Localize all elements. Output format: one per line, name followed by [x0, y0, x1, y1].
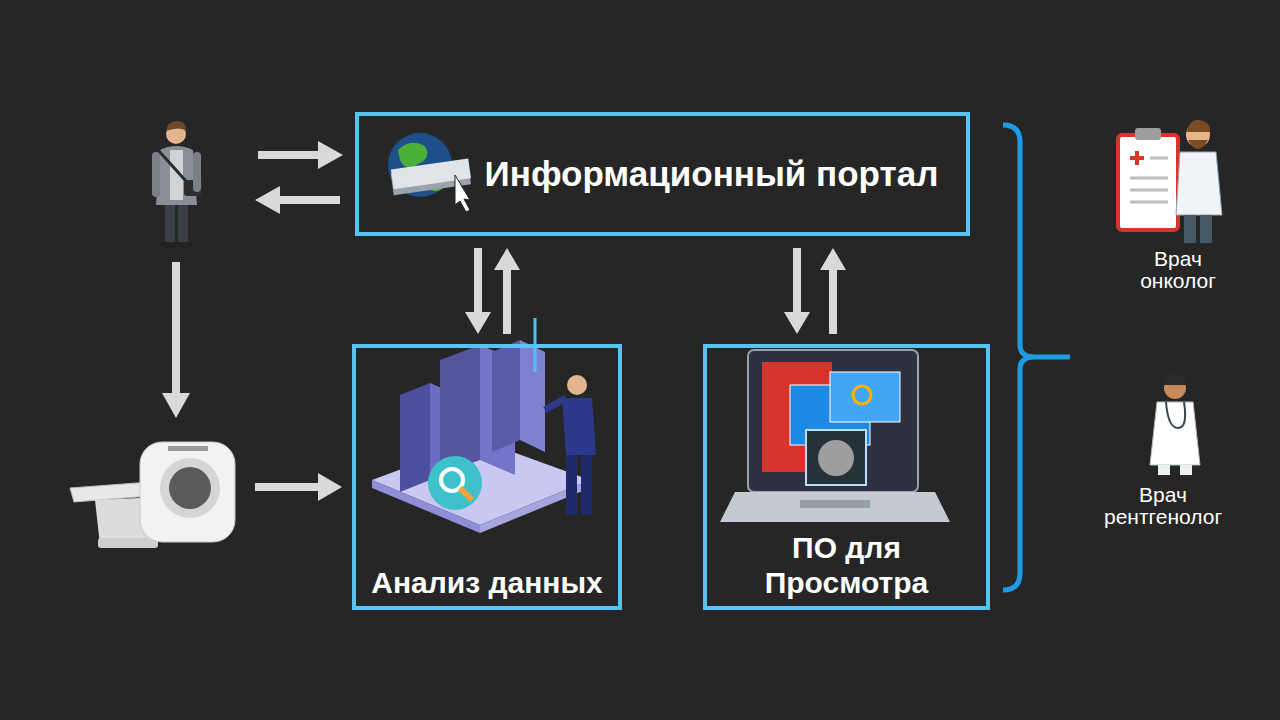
server-illustration — [428, 456, 482, 510]
laptop-illustration — [720, 492, 950, 522]
oncologist-icon — [1188, 140, 1208, 149]
oncologist-icon — [1200, 215, 1212, 243]
person-figure — [156, 146, 197, 205]
server-illustration — [562, 398, 596, 455]
laptop-illustration — [806, 430, 866, 485]
flow-arrow — [494, 248, 520, 334]
person-figure — [166, 121, 186, 131]
flow-arrow — [258, 141, 343, 169]
oncologist-icon — [1187, 120, 1210, 132]
flow-arrow — [784, 248, 810, 334]
oncologist-icon — [1135, 128, 1161, 140]
ct-scanner — [168, 446, 208, 451]
server-illustration — [520, 340, 545, 452]
server-illustration — [440, 345, 480, 475]
flow-arrow — [162, 262, 190, 418]
flow-arrow — [465, 248, 491, 334]
server-illustration — [492, 340, 520, 452]
oncologist-icon — [1130, 158, 1168, 202]
person-figure — [152, 152, 160, 197]
laptop-illustration — [748, 350, 918, 492]
server-illustration — [567, 375, 587, 395]
box-title: Анализ данных — [371, 566, 603, 601]
person-figure — [152, 121, 202, 248]
person-figure — [177, 242, 192, 248]
box-title: ПО для Просмотра — [707, 531, 986, 600]
box-title: Информационный портал — [485, 154, 939, 194]
analysis-box: Анализ данных — [352, 344, 622, 610]
oncologist-icon — [1130, 151, 1144, 165]
radiologist-icon — [1150, 402, 1200, 465]
server-illustration — [372, 318, 596, 533]
radiologist-icon — [1158, 465, 1170, 475]
ct-scanner — [160, 458, 220, 518]
person-figure — [161, 242, 176, 248]
globe-icon — [398, 143, 427, 167]
ct-scanner — [70, 442, 235, 548]
globe-icon — [388, 133, 471, 212]
role-label: Врач рентгенолог — [1104, 484, 1222, 528]
person-figure — [178, 200, 188, 244]
globe-icon — [455, 175, 470, 212]
server-illustration — [441, 469, 463, 491]
server-illustration — [460, 488, 472, 500]
oncologist-icon — [1118, 135, 1178, 230]
radiologist-icon — [1163, 374, 1187, 385]
person-figure — [193, 152, 201, 192]
viewer-box: ПО для Просмотра — [703, 344, 990, 610]
ct-scanner — [169, 467, 211, 509]
curly-bracket — [1003, 125, 1070, 590]
flow-arrow — [255, 473, 342, 501]
server-illustration — [400, 383, 430, 492]
ct-scanner — [140, 442, 235, 542]
server-illustration — [545, 398, 566, 410]
radiologist-icon — [1166, 402, 1185, 428]
radiologist-icon — [1180, 465, 1192, 475]
oncologist-icon — [1118, 120, 1222, 243]
laptop-illustration — [720, 350, 950, 522]
laptop-illustration — [853, 386, 871, 404]
laptop-illustration — [800, 500, 870, 508]
flow-arrow — [255, 186, 340, 214]
laptop-illustration — [818, 440, 854, 476]
server-illustration — [581, 455, 592, 515]
flow-arrow — [162, 141, 343, 501]
oncologist-icon — [1184, 215, 1196, 243]
ct-scanner — [98, 538, 158, 548]
portal-box: Информационный портал — [355, 112, 970, 236]
flow-arrow — [820, 248, 846, 334]
role-label: Врач онколог — [1140, 248, 1216, 292]
oncologist-icon — [1176, 152, 1222, 215]
radiologist-icon — [1150, 374, 1200, 475]
person-figure — [165, 200, 175, 244]
server-illustration — [566, 455, 577, 515]
laptop-illustration — [830, 372, 900, 422]
